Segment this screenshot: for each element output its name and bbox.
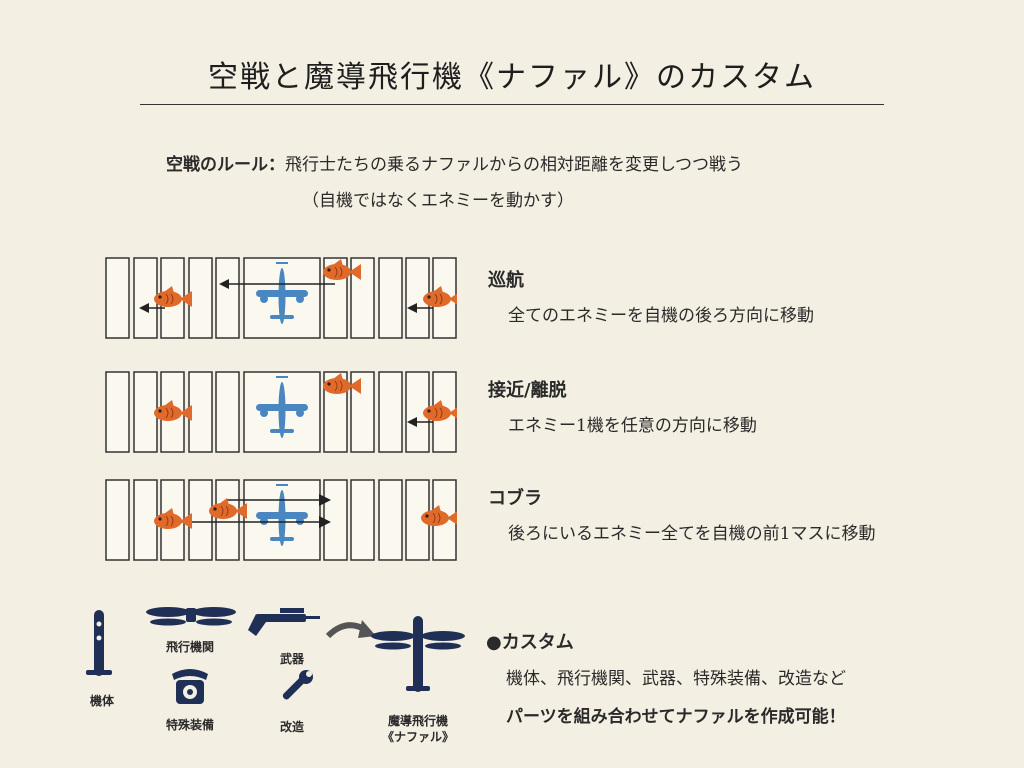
arrow-head [319,516,331,528]
part-label-engine: 飛行機関 [165,640,214,654]
arrow-head [407,417,417,427]
parts-illustration [86,607,465,704]
part-label-weapon: 武器 [279,652,304,666]
custom-description: 機体、飛行機関、武器、特殊装備、改造など [506,669,846,689]
diagram-approach [105,370,457,454]
engine-icon [146,607,236,626]
arrow-icon [325,620,376,639]
enemy-fish-icon [209,498,247,519]
enemy-fish-icon [154,400,192,421]
enemy-fish-icon [423,400,457,421]
arrow-head [319,494,331,506]
wrench-icon [282,670,313,700]
arrow-head [139,303,149,313]
arrow-head [219,279,229,289]
grid-cells [105,479,457,561]
maneuver-title-cruise: 巡航 [488,270,524,291]
player-plane-icon [256,376,308,438]
rule-text: 飛行士たちの乗るナファルからの相対距離を変更しつつ戦う [285,155,743,175]
enemy-fish-icon [154,286,192,307]
maneuver-title-cobra: コブラ [488,488,542,509]
diagram-cobra [105,478,457,562]
part-label-result-1: 魔導飛行機 [387,714,448,728]
part-label-body: 機体 [89,694,114,708]
rule-note: （自機ではなくエネミーを動かす） [302,191,574,211]
enemy-fish-icon [423,286,457,307]
gun-icon [248,608,320,636]
page-title: 空戦と魔導飛行機《ナファル》のカスタム [208,60,816,95]
maneuver-desc-approach: エネミー1機を任意の方向に移動 [508,416,757,436]
maneuver-title-approach: 接近/離脱 [488,380,567,401]
telephone-icon [172,669,208,704]
diagram-cruise [105,256,457,340]
custom-title: ●カスタム [486,632,574,653]
rule-label: 空戦のルール： [166,155,285,175]
magic-plane-icon [371,616,465,692]
part-label-result-2: 《ナファル》 [381,730,454,744]
airframe-icon [86,610,112,676]
title-divider [140,104,884,105]
part-label-modify: 改造 [279,720,304,734]
rule-line: 空戦のルール：飛行士たちの乗るナファルからの相対距離を変更しつつ戦う [166,150,743,175]
custom-emphasis: パーツを組み合わせてナファルを作成可能！ [506,707,846,727]
enemy-fish-icon [421,505,457,526]
maneuver-desc-cobra: 後ろにいるエネミー全てを自機の前1マスに移動 [508,524,876,544]
enemy-fish-icon [323,373,361,394]
arrow-head [407,303,417,313]
enemy-fish-icon [154,508,192,529]
part-label-equipment: 特殊装備 [165,718,214,732]
player-plane-icon [256,262,308,324]
maneuver-desc-cruise: 全てのエネミーを自機の後ろ方向に移動 [508,306,814,326]
enemy-fish-icon [323,259,361,280]
player-plane-icon [256,484,308,546]
